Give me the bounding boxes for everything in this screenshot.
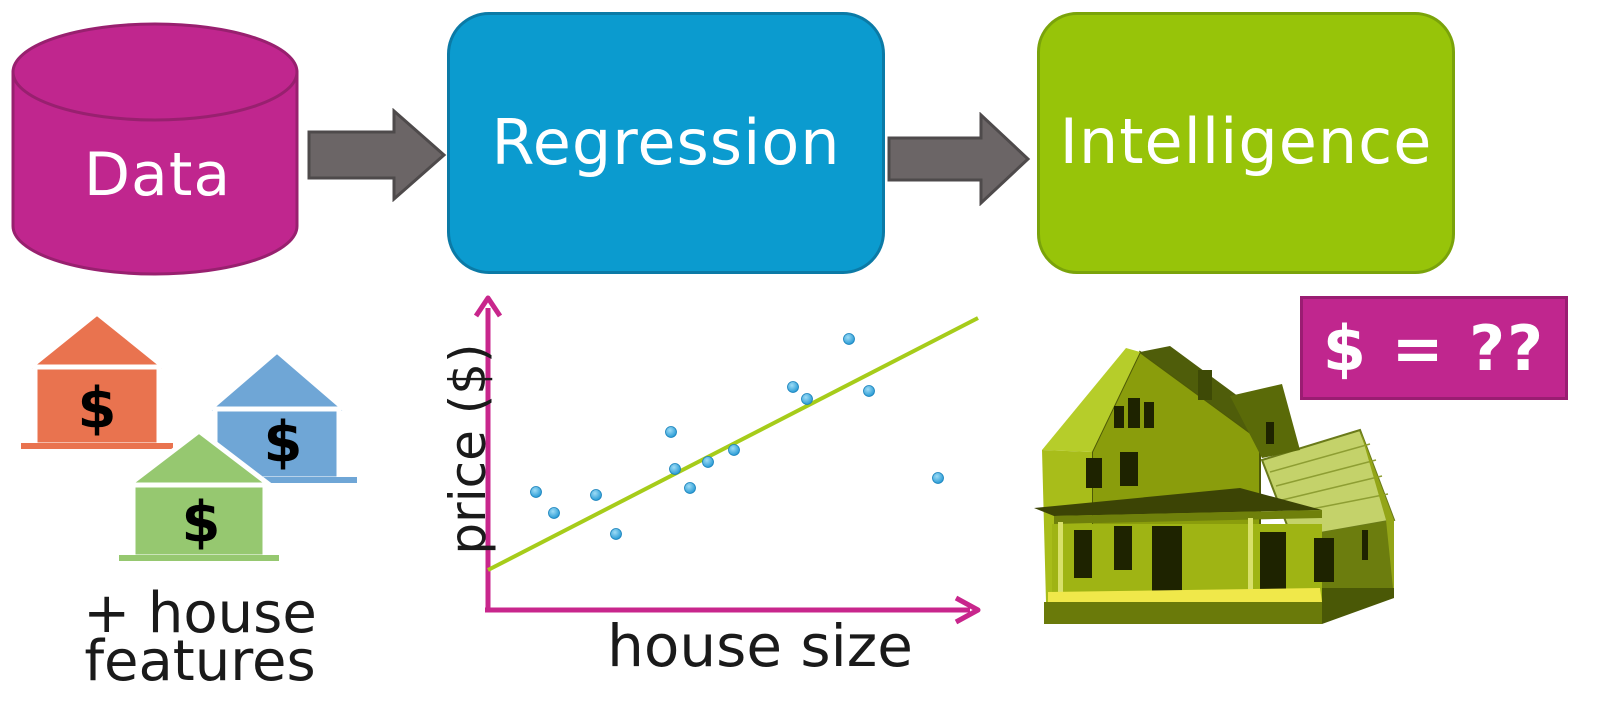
data-point bbox=[548, 507, 560, 519]
data-point bbox=[610, 528, 622, 540]
y-axis-label: price ($) bbox=[439, 343, 497, 555]
regression-box: Regression bbox=[447, 12, 885, 274]
data-label: Data bbox=[83, 140, 232, 210]
house-features-line: + house bbox=[83, 581, 317, 646]
data-point bbox=[801, 393, 813, 405]
intelligence-label: Intelligence bbox=[1059, 104, 1433, 178]
dollar-symbol: $ bbox=[182, 490, 221, 555]
house-features-line: features bbox=[84, 629, 316, 694]
regression-label: Regression bbox=[491, 105, 841, 179]
x-axis-arrow bbox=[954, 595, 981, 625]
regression-fit-line bbox=[487, 316, 979, 572]
data-point bbox=[702, 456, 714, 468]
house-illustration bbox=[1034, 346, 1396, 624]
arrow-right-icon bbox=[887, 112, 1031, 206]
data-point bbox=[665, 426, 677, 438]
house-icons: $ $ $ bbox=[21, 310, 357, 561]
data-point bbox=[530, 486, 542, 498]
data-point bbox=[863, 385, 875, 397]
arrow-right-icon bbox=[307, 108, 447, 202]
dollar-symbol: $ bbox=[78, 376, 117, 441]
intelligence-box: Intelligence bbox=[1037, 12, 1455, 274]
data-point bbox=[728, 444, 740, 456]
scatter-chart bbox=[473, 295, 981, 625]
data-point bbox=[932, 472, 944, 484]
data-point bbox=[669, 463, 681, 475]
data-cylinder bbox=[11, 22, 299, 276]
y-axis-arrow bbox=[473, 295, 503, 318]
x-axis-label: house size bbox=[607, 612, 913, 680]
orange-house-icon: $ bbox=[21, 310, 173, 449]
data-point bbox=[843, 333, 855, 345]
data-point bbox=[684, 482, 696, 494]
price-question-badge: $ = ?? bbox=[1300, 296, 1568, 400]
data-point bbox=[590, 489, 602, 501]
price-question-text: $ = ?? bbox=[1322, 311, 1546, 385]
dollar-symbol: $ bbox=[264, 410, 303, 475]
green-house-icon: $ bbox=[119, 428, 279, 561]
data-point bbox=[787, 381, 799, 393]
